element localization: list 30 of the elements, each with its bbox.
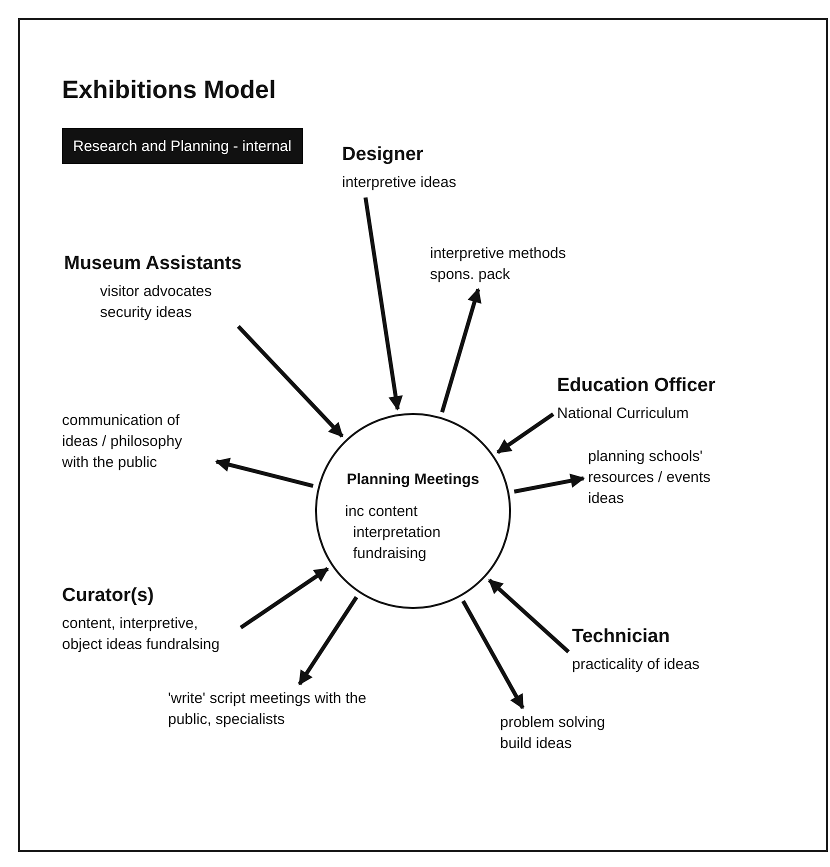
outcome-text: interpretive methods spons. pack: [430, 243, 595, 285]
arrow: [236, 325, 344, 438]
circle-heading: Planning Meetings: [346, 471, 480, 488]
outcome-text: communication of ideas / philosophy with the public: [62, 410, 212, 473]
arrow: [496, 412, 554, 454]
arrow: [364, 197, 403, 411]
role-notes: content, interpretive, object ideas fundralsing: [62, 614, 221, 655]
arrow: [298, 596, 358, 686]
role-heading: Curator(s): [62, 584, 155, 608]
arrow: [215, 458, 314, 488]
role-heading: Education Officer: [557, 374, 716, 398]
arrow: [440, 288, 482, 413]
outcome-text: planning schools' resources / events ideas: [588, 446, 728, 509]
role-notes: National Curriculum: [557, 404, 690, 424]
diagram-title: Exhibitions Model: [62, 76, 276, 105]
meeting-circle: [315, 413, 511, 609]
section-banner: Research and Planning - internal: [62, 128, 304, 164]
role-notes: practicality of ideas: [572, 655, 700, 675]
outcome-text: 'write' script meetings with the public, specialists: [168, 688, 383, 730]
role-heading: Designer: [342, 143, 424, 167]
outcome-text: problem solving build ideas: [500, 712, 625, 754]
arrow: [488, 578, 570, 654]
arrow: [514, 474, 586, 494]
arrow: [461, 600, 525, 710]
role-heading: Museum Assistants: [64, 252, 243, 276]
role-notes: interpretive ideas: [342, 173, 456, 193]
role-notes: visitor advocates security ideas: [100, 282, 213, 323]
arrow: [240, 567, 329, 630]
role-heading: Technician: [572, 625, 671, 649]
circle-notes: inc content interpretation fundraising: [345, 502, 442, 564]
